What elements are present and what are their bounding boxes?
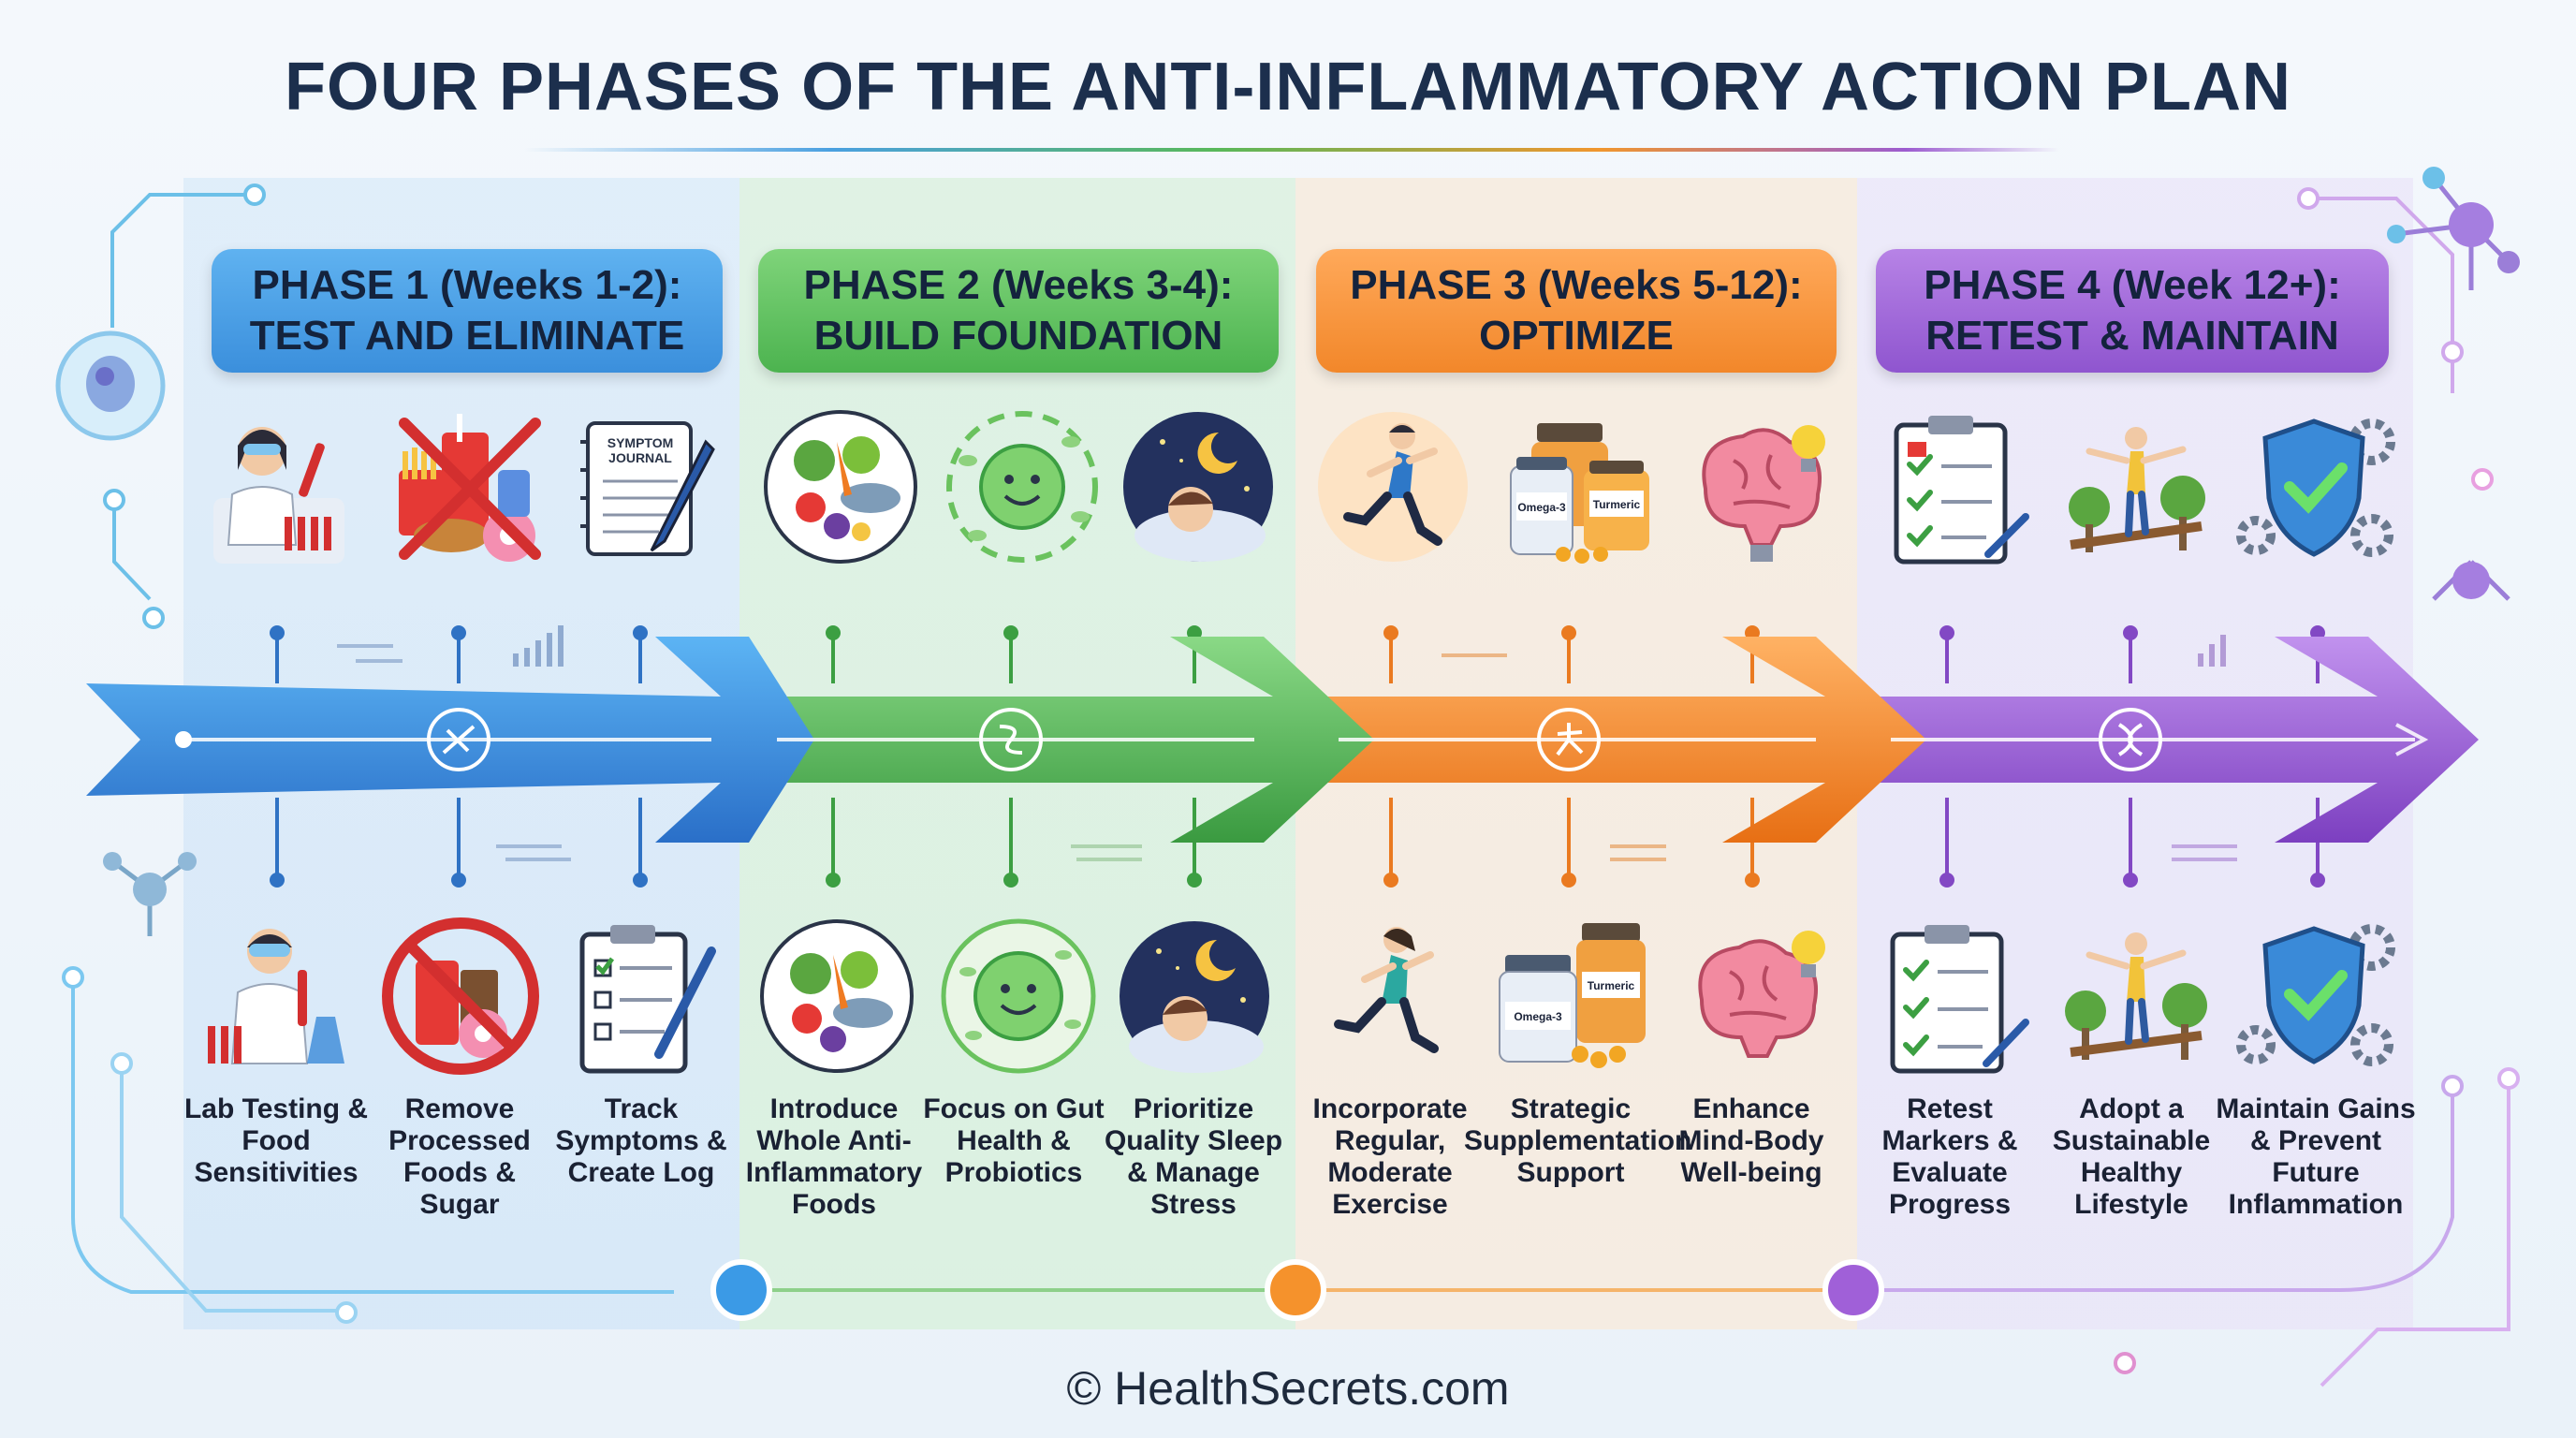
junk-food-crossed-icon bbox=[399, 414, 541, 562]
no-junk-food-icon bbox=[382, 917, 539, 1075]
step-label-exercise: Incorporate Regular, Moderate Exercise bbox=[1312, 1093, 1468, 1220]
phase3-header: PHASE 3 (Weeks 5-12): OPTIMIZE bbox=[1316, 249, 1837, 373]
step-label-maintain-gains: Maintain Gains & Prevent Future Inflamma… bbox=[2216, 1093, 2416, 1220]
phase2-title-line2: BUILD FOUNDATION bbox=[813, 313, 1223, 359]
copyright-footer: © HealthSecrets.com bbox=[1066, 1362, 1510, 1415]
brain-bulb-icon bbox=[1702, 425, 1825, 562]
exercise-runner-icon bbox=[1334, 927, 1439, 1053]
healthy-lifestyle-icon bbox=[2065, 932, 2207, 1060]
journal-text-line2: JOURNAL bbox=[608, 450, 672, 465]
quality-sleep-icon bbox=[1120, 921, 1269, 1073]
supplement-label-turmeric-bottom: Turmeric bbox=[1588, 979, 1635, 992]
step-label-whole-foods: Introduce Whole Anti-Inflammatory Foods bbox=[745, 1093, 923, 1220]
phase2-title-line1: PHASE 2 (Weeks 3-4): bbox=[803, 262, 1234, 308]
retest-clipboard-icon bbox=[1890, 925, 2029, 1074]
sleep-icon bbox=[1123, 412, 1273, 562]
probiotics-icon bbox=[941, 918, 1096, 1074]
supplement-label-omega: Omega-3 bbox=[1517, 501, 1566, 514]
runner-icon bbox=[1318, 412, 1468, 562]
step-label-track-symptoms: Track Symptoms & Create Log bbox=[555, 1093, 727, 1188]
supplements-icon: Turmeric Omega-3 bbox=[1499, 923, 1646, 1068]
supplement-label-turmeric: Turmeric bbox=[1593, 498, 1641, 511]
phase3-title-line2: OPTIMIZE bbox=[1479, 313, 1674, 359]
step-label-supplementation: Strategic Supplementation Support bbox=[1464, 1093, 1692, 1188]
step-label-mind-body: Enhance Mind-Body Well-being bbox=[1678, 1093, 1824, 1188]
evaluation-clipboard-icon bbox=[1894, 416, 2029, 565]
supplement-label-omega-bottom: Omega-3 bbox=[1514, 1010, 1562, 1023]
title-underline bbox=[524, 148, 2059, 152]
gut-microbiome-icon bbox=[946, 411, 1098, 563]
journal-text-line1: SYMPTOM bbox=[607, 435, 674, 450]
lab-scientist-icon bbox=[208, 929, 344, 1064]
step-label-retest: Retest Markers & Evaluate Progress bbox=[1881, 1093, 2018, 1220]
phase4-title-line1: PHASE 4 (Week 12+): bbox=[1924, 262, 2341, 308]
step-label-lab-testing: Lab Testing & Food Sensitivities bbox=[183, 1093, 369, 1188]
step-label-gut-health: Focus on Gut Health & Probiotics bbox=[923, 1093, 1105, 1188]
symptom-journal-icon: SYMPTOM JOURNAL bbox=[580, 421, 715, 556]
phase4-title-line2: RETEST & MAINTAIN bbox=[1925, 313, 2339, 359]
tracking-clipboard-icon bbox=[579, 925, 716, 1074]
phase1-title-line1: PHASE 1 (Weeks 1-2): bbox=[252, 262, 682, 308]
mind-body-icon bbox=[1698, 931, 1825, 1058]
phase2-header: PHASE 2 (Weeks 3-4): BUILD FOUNDATION bbox=[758, 249, 1279, 373]
page-title: FOUR PHASES OF THE ANTI-INFLAMMATORY ACT… bbox=[285, 50, 2291, 125]
phase1-header: PHASE 1 (Weeks 1-2): TEST AND ELIMINATE bbox=[212, 249, 723, 373]
step-label-lifestyle: Adopt a Sustainable Healthy Lifestyle bbox=[2052, 1093, 2211, 1220]
phase4-header: PHASE 4 (Week 12+): RETEST & MAINTAIN bbox=[1876, 249, 2389, 373]
shield-check-icon bbox=[2236, 418, 2395, 557]
phase3-title-line1: PHASE 3 (Weeks 5-12): bbox=[1350, 262, 1803, 308]
supplement-bottles-icon: Omega-3 Turmeric bbox=[1510, 423, 1649, 564]
scientist-icon bbox=[213, 427, 344, 564]
balance-lifestyle-icon bbox=[2069, 427, 2205, 552]
phase1-title-line2: TEST AND ELIMINATE bbox=[249, 313, 685, 359]
prevent-inflammation-shield-icon bbox=[2236, 924, 2395, 1066]
step-label-remove-processed: Remove Processed Foods & Sugar bbox=[388, 1093, 531, 1220]
whole-foods-plate-icon bbox=[764, 410, 917, 564]
step-label-sleep-stress: Prioritize Quality Sleep & Manage Stress bbox=[1104, 1093, 1283, 1220]
anti-inflammatory-foods-icon bbox=[760, 919, 914, 1073]
